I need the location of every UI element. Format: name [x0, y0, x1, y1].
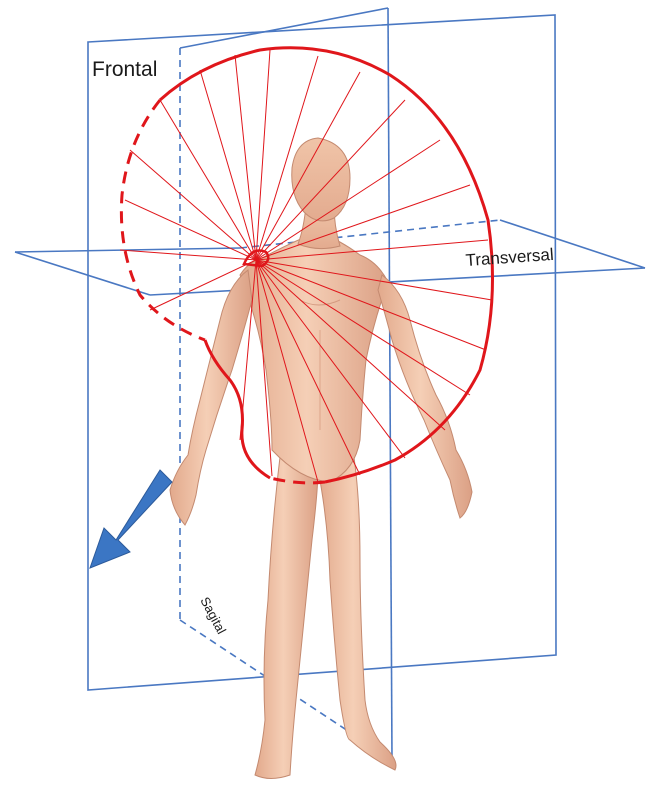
- frontal-label: Frontal: [92, 58, 157, 81]
- transversal-plane-back-edge: [240, 220, 500, 248]
- arrow-down-left-icon: [90, 470, 172, 568]
- sagittal-plane-right-edge: [388, 8, 392, 760]
- left-leg: [255, 440, 318, 779]
- right-leg: [318, 445, 396, 770]
- sagittal-label: Sagital: [197, 594, 229, 636]
- transversal-plane-back-left-edge: [15, 248, 240, 252]
- sagittal-plane-top-edge: [180, 8, 388, 48]
- transversal-label: Transversal: [465, 245, 554, 270]
- human-figure: [170, 138, 472, 779]
- right-arm: [378, 275, 472, 518]
